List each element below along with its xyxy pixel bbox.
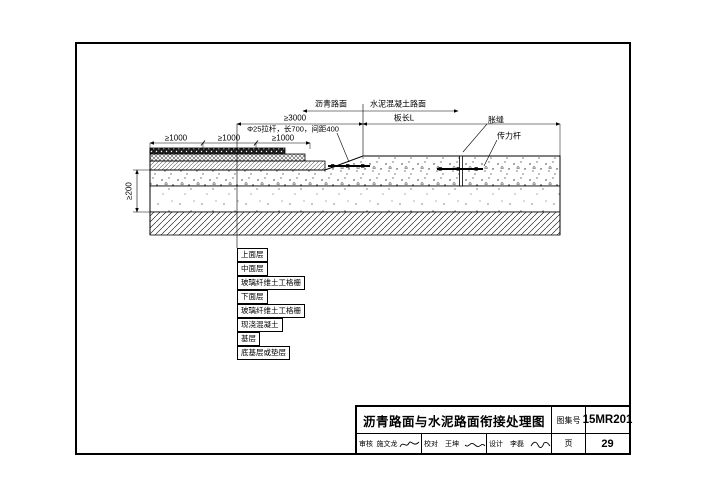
dim-200: ≥200: [124, 182, 134, 200]
signature-scribble-icon: [464, 438, 486, 450]
title-block: 沥青路面与水泥路面衔接处理图 图集号 15MR201 审核 施文龙 校对 王坤: [355, 405, 632, 453]
page-label: 页: [564, 439, 573, 449]
label-asphalt-pavement: 沥青路面: [315, 99, 347, 109]
layer-label-box: 玻璃纤维土工格栅: [237, 276, 305, 290]
layer-label-box: 现浇混凝土: [237, 318, 283, 332]
layer-label-box: 下面层: [237, 290, 268, 304]
dim-1000-c: ≥1000: [271, 133, 295, 143]
label-tie-bar-note: Φ25拉杆，长700，间距400: [247, 124, 339, 134]
signature-scribble-icon: [399, 438, 421, 450]
signer-role: 校对: [424, 440, 438, 448]
dim-1000-a: ≥1000: [164, 133, 188, 143]
signer-name: 王坤: [445, 440, 459, 448]
signature-scribble-icon: [529, 438, 551, 450]
signer-reviewer: 审核 施文龙: [357, 434, 422, 453]
atlas-number: 15MR201: [583, 407, 632, 434]
signer-strip: 审核 施文龙 校对 王坤 设计 李磊: [357, 434, 552, 453]
signer-role: 设计: [489, 440, 503, 448]
signer-designer: 设计 李磊: [487, 434, 552, 453]
signer-role: 审核: [359, 440, 373, 448]
page-number: 29: [585, 434, 629, 453]
layer-label-box: 基层: [237, 332, 260, 346]
signer-name: 施文龙: [376, 440, 398, 448]
label-concrete-pavement: 水泥混凝土路面: [370, 99, 426, 109]
layer-label-box: 中面层: [237, 262, 268, 276]
label-dowel-bar: 传力杆: [497, 131, 521, 141]
signer-checker: 校对 王坤: [422, 434, 487, 453]
drawing-frame: [75, 42, 631, 455]
label-slab-length: 板长L: [393, 113, 415, 123]
layer-label-box: 上面层: [237, 248, 268, 262]
layer-label-box: 底基层或垫层: [237, 346, 290, 360]
dim-1000-b: ≥1000: [217, 133, 241, 143]
signer-name: 李磊: [510, 440, 524, 448]
drawing-title: 沥青路面与水泥路面衔接处理图: [362, 414, 545, 429]
layer-label-box: 玻璃纤维土工格栅: [237, 304, 305, 318]
dim-3000: ≥3000: [283, 113, 307, 123]
label-expansion-joint: 胀缝: [488, 115, 504, 125]
atlas-number-label: 图集号: [551, 407, 585, 434]
